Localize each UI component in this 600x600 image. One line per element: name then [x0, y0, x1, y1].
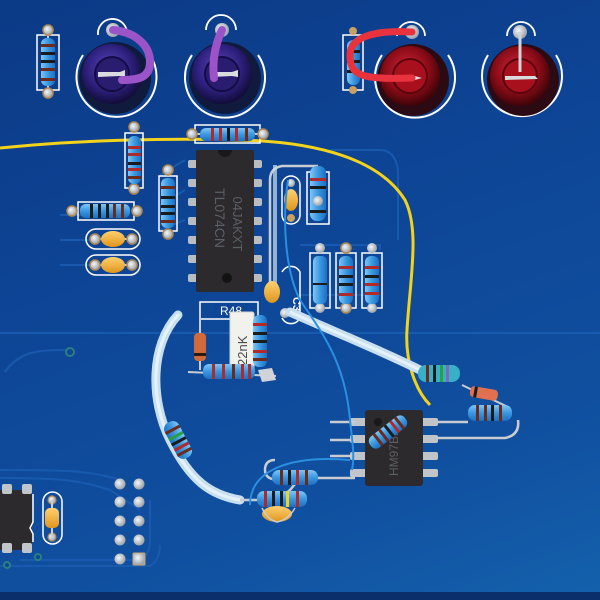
ic-part-number: TL074CN [212, 188, 228, 248]
resistor-top-left [36, 24, 60, 99]
resistor-bottom-2 [257, 491, 307, 507]
sleeve-short [273, 165, 277, 300]
ic-bottom-left [0, 484, 34, 553]
pin-header[interactable] [114, 478, 146, 566]
board-edge [0, 592, 600, 600]
ic-pins-left [188, 160, 198, 282]
via [34, 553, 42, 561]
resistor-bottom-1 [272, 470, 318, 485]
ic-tl074[interactable]: 04JAKXT TL074CN [188, 150, 262, 292]
box-cap-value: 22nK [235, 335, 250, 366]
resistor-on-right-wire [418, 365, 460, 382]
resistor-vertical-4 [361, 243, 383, 313]
ic-pin1-dot [222, 273, 232, 283]
resistor-vertical-2 [158, 164, 178, 240]
resistor-coiled [306, 166, 330, 225]
chip-part-number: HM97BF [387, 429, 401, 476]
red-wire [346, 28, 416, 82]
capacitor-ceramic-bottom-left [42, 491, 63, 545]
resistor-vertical-3 [335, 242, 357, 314]
capacitor-ceramic-left-2 [85, 254, 141, 276]
resistor-right-chip [468, 405, 512, 421]
ic-hm97bf[interactable]: HM97BF [350, 410, 438, 486]
resistor-horizontal-left [66, 201, 143, 221]
jack-red-2[interactable] [481, 21, 563, 117]
purple-wire [209, 26, 226, 82]
resistor-above-ic [186, 124, 269, 144]
diode-glass-right [461, 384, 511, 409]
via [65, 347, 75, 357]
resistor-vertical-blue [309, 243, 331, 313]
blue-wire-2 [249, 458, 351, 506]
jack-purple-2[interactable] [184, 14, 266, 119]
ic-body [196, 150, 254, 292]
chip-body [365, 410, 423, 486]
ic-pins-right [252, 160, 262, 282]
capacitor-ceramic-mid [281, 175, 301, 225]
blue-wire-1 [284, 179, 355, 471]
via [3, 561, 11, 569]
resistor-vertical-1 [124, 121, 144, 195]
purple-wire [109, 26, 155, 84]
copper-traces [0, 149, 600, 567]
capacitor-ceramic-left-1 [85, 228, 141, 250]
resistor-r48-vertical [253, 315, 267, 367]
resistor-horizontal-mid [187, 364, 277, 382]
ic-datecode: 04JAKXT [230, 197, 245, 252]
chip-pins [350, 418, 438, 477]
resistor-on-sleeve [164, 421, 193, 459]
jack-purple-1[interactable] [75, 18, 158, 118]
jack-red-1[interactable] [346, 21, 456, 119]
diode-small [194, 318, 206, 370]
